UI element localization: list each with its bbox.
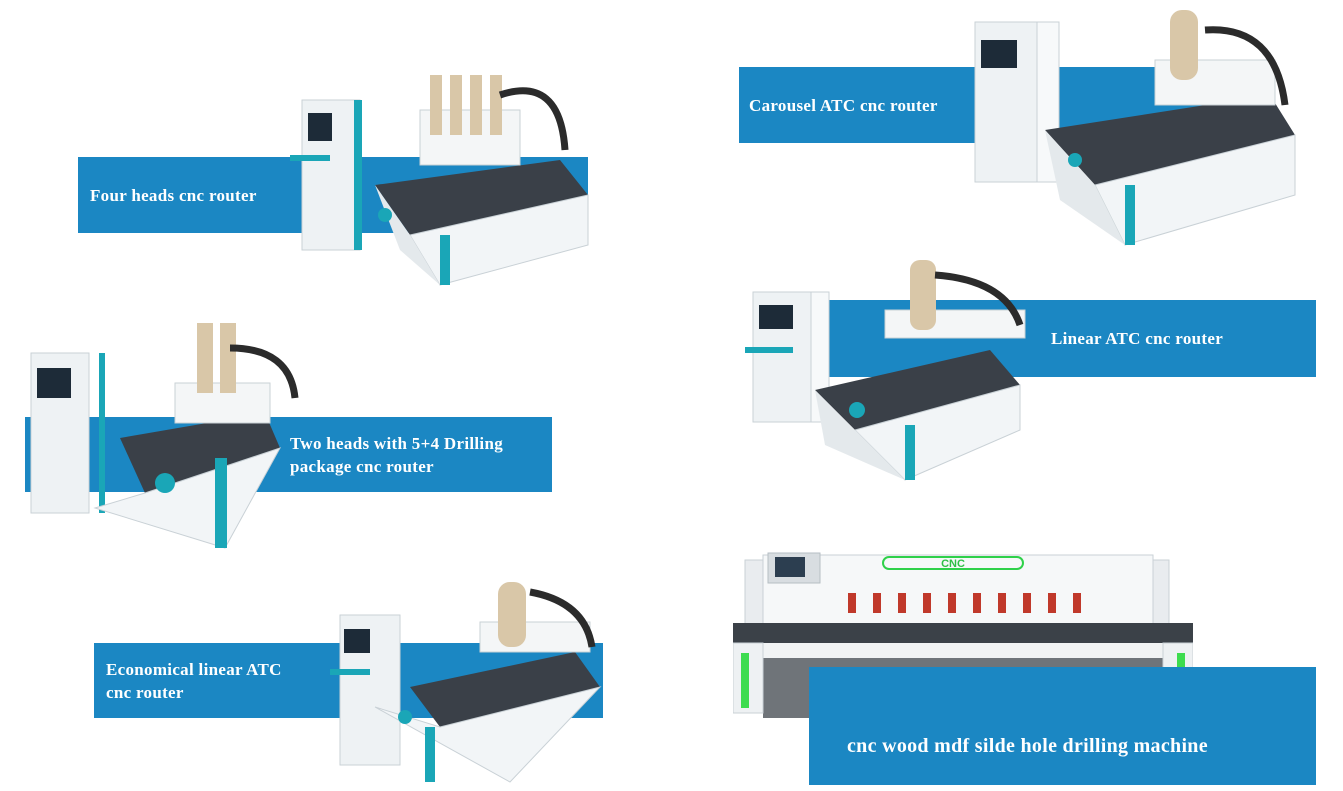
cnc-router-image bbox=[974, 10, 1296, 246]
product-label: Linear ATC cnc router bbox=[1051, 329, 1224, 348]
cnc-router-image bbox=[330, 582, 602, 783]
cnc-router-image bbox=[290, 75, 589, 286]
product-label: Four heads cnc router bbox=[90, 185, 257, 205]
cnc-display-label: CNC bbox=[941, 558, 965, 570]
product-label: Carousel ATC cnc router bbox=[749, 95, 938, 115]
product-label: Two heads with 5+4 Drilling package cnc … bbox=[290, 433, 503, 476]
cnc-router-image bbox=[30, 323, 299, 549]
product-label: Economical linear ATC cnc router bbox=[106, 659, 282, 702]
product-label: cnc wood mdf silde hole drilling machine bbox=[847, 735, 1208, 757]
product-banner: cnc wood mdf silde hole drilling machine bbox=[809, 667, 1316, 785]
cnc-router-image bbox=[745, 260, 1026, 481]
product-banner: Two heads with 5+4 Drilling package cnc … bbox=[25, 417, 552, 492]
